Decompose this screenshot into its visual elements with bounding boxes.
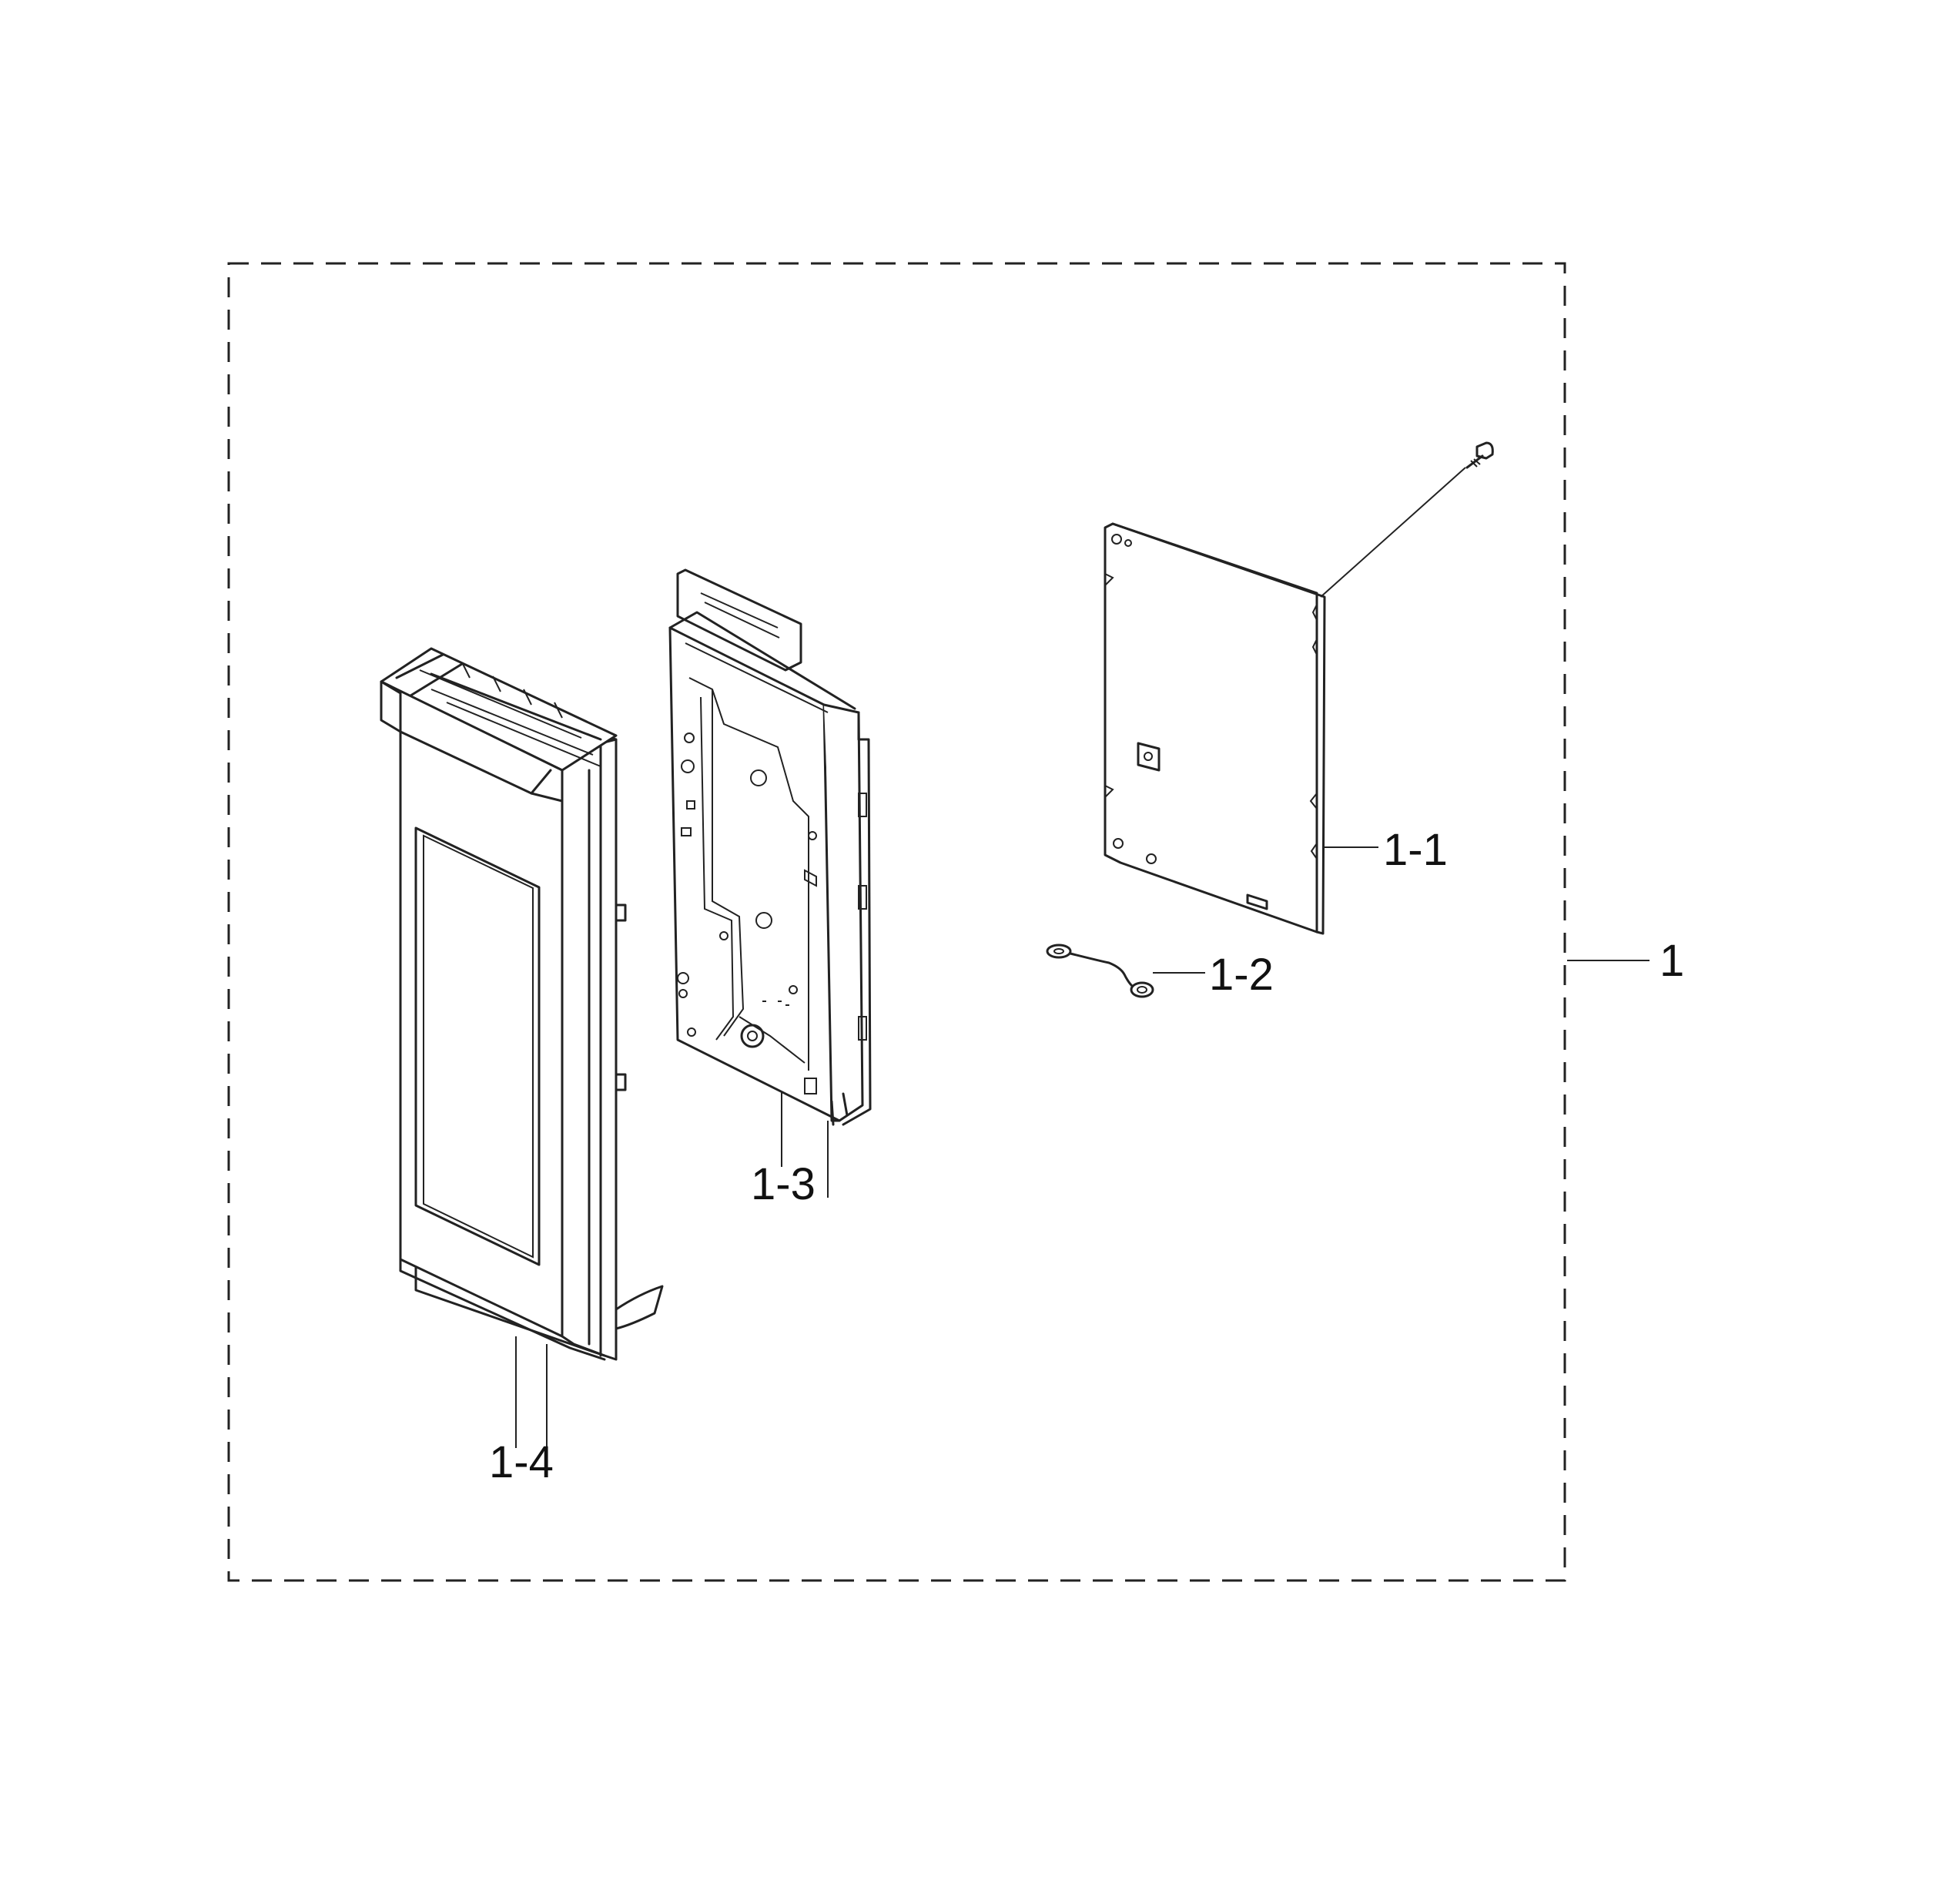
callout-1-2: 1-2 xyxy=(1209,950,1274,1000)
pcb-cover-part xyxy=(1104,522,1326,935)
callout-1-4: 1-4 xyxy=(489,1437,554,1487)
leader-1-4 xyxy=(515,1336,548,1448)
callout-1-1: 1-1 xyxy=(1383,825,1448,875)
control-panel-part xyxy=(380,647,664,1361)
screw-leader-line xyxy=(1320,467,1466,598)
bracket-part xyxy=(668,568,872,1126)
callout-1: 1 xyxy=(1660,936,1684,986)
screw-icon xyxy=(1465,441,1494,469)
callout-1-3: 1-3 xyxy=(751,1159,816,1209)
leader-1-3 xyxy=(781,1092,829,1198)
ground-wire-icon xyxy=(1046,944,1154,998)
